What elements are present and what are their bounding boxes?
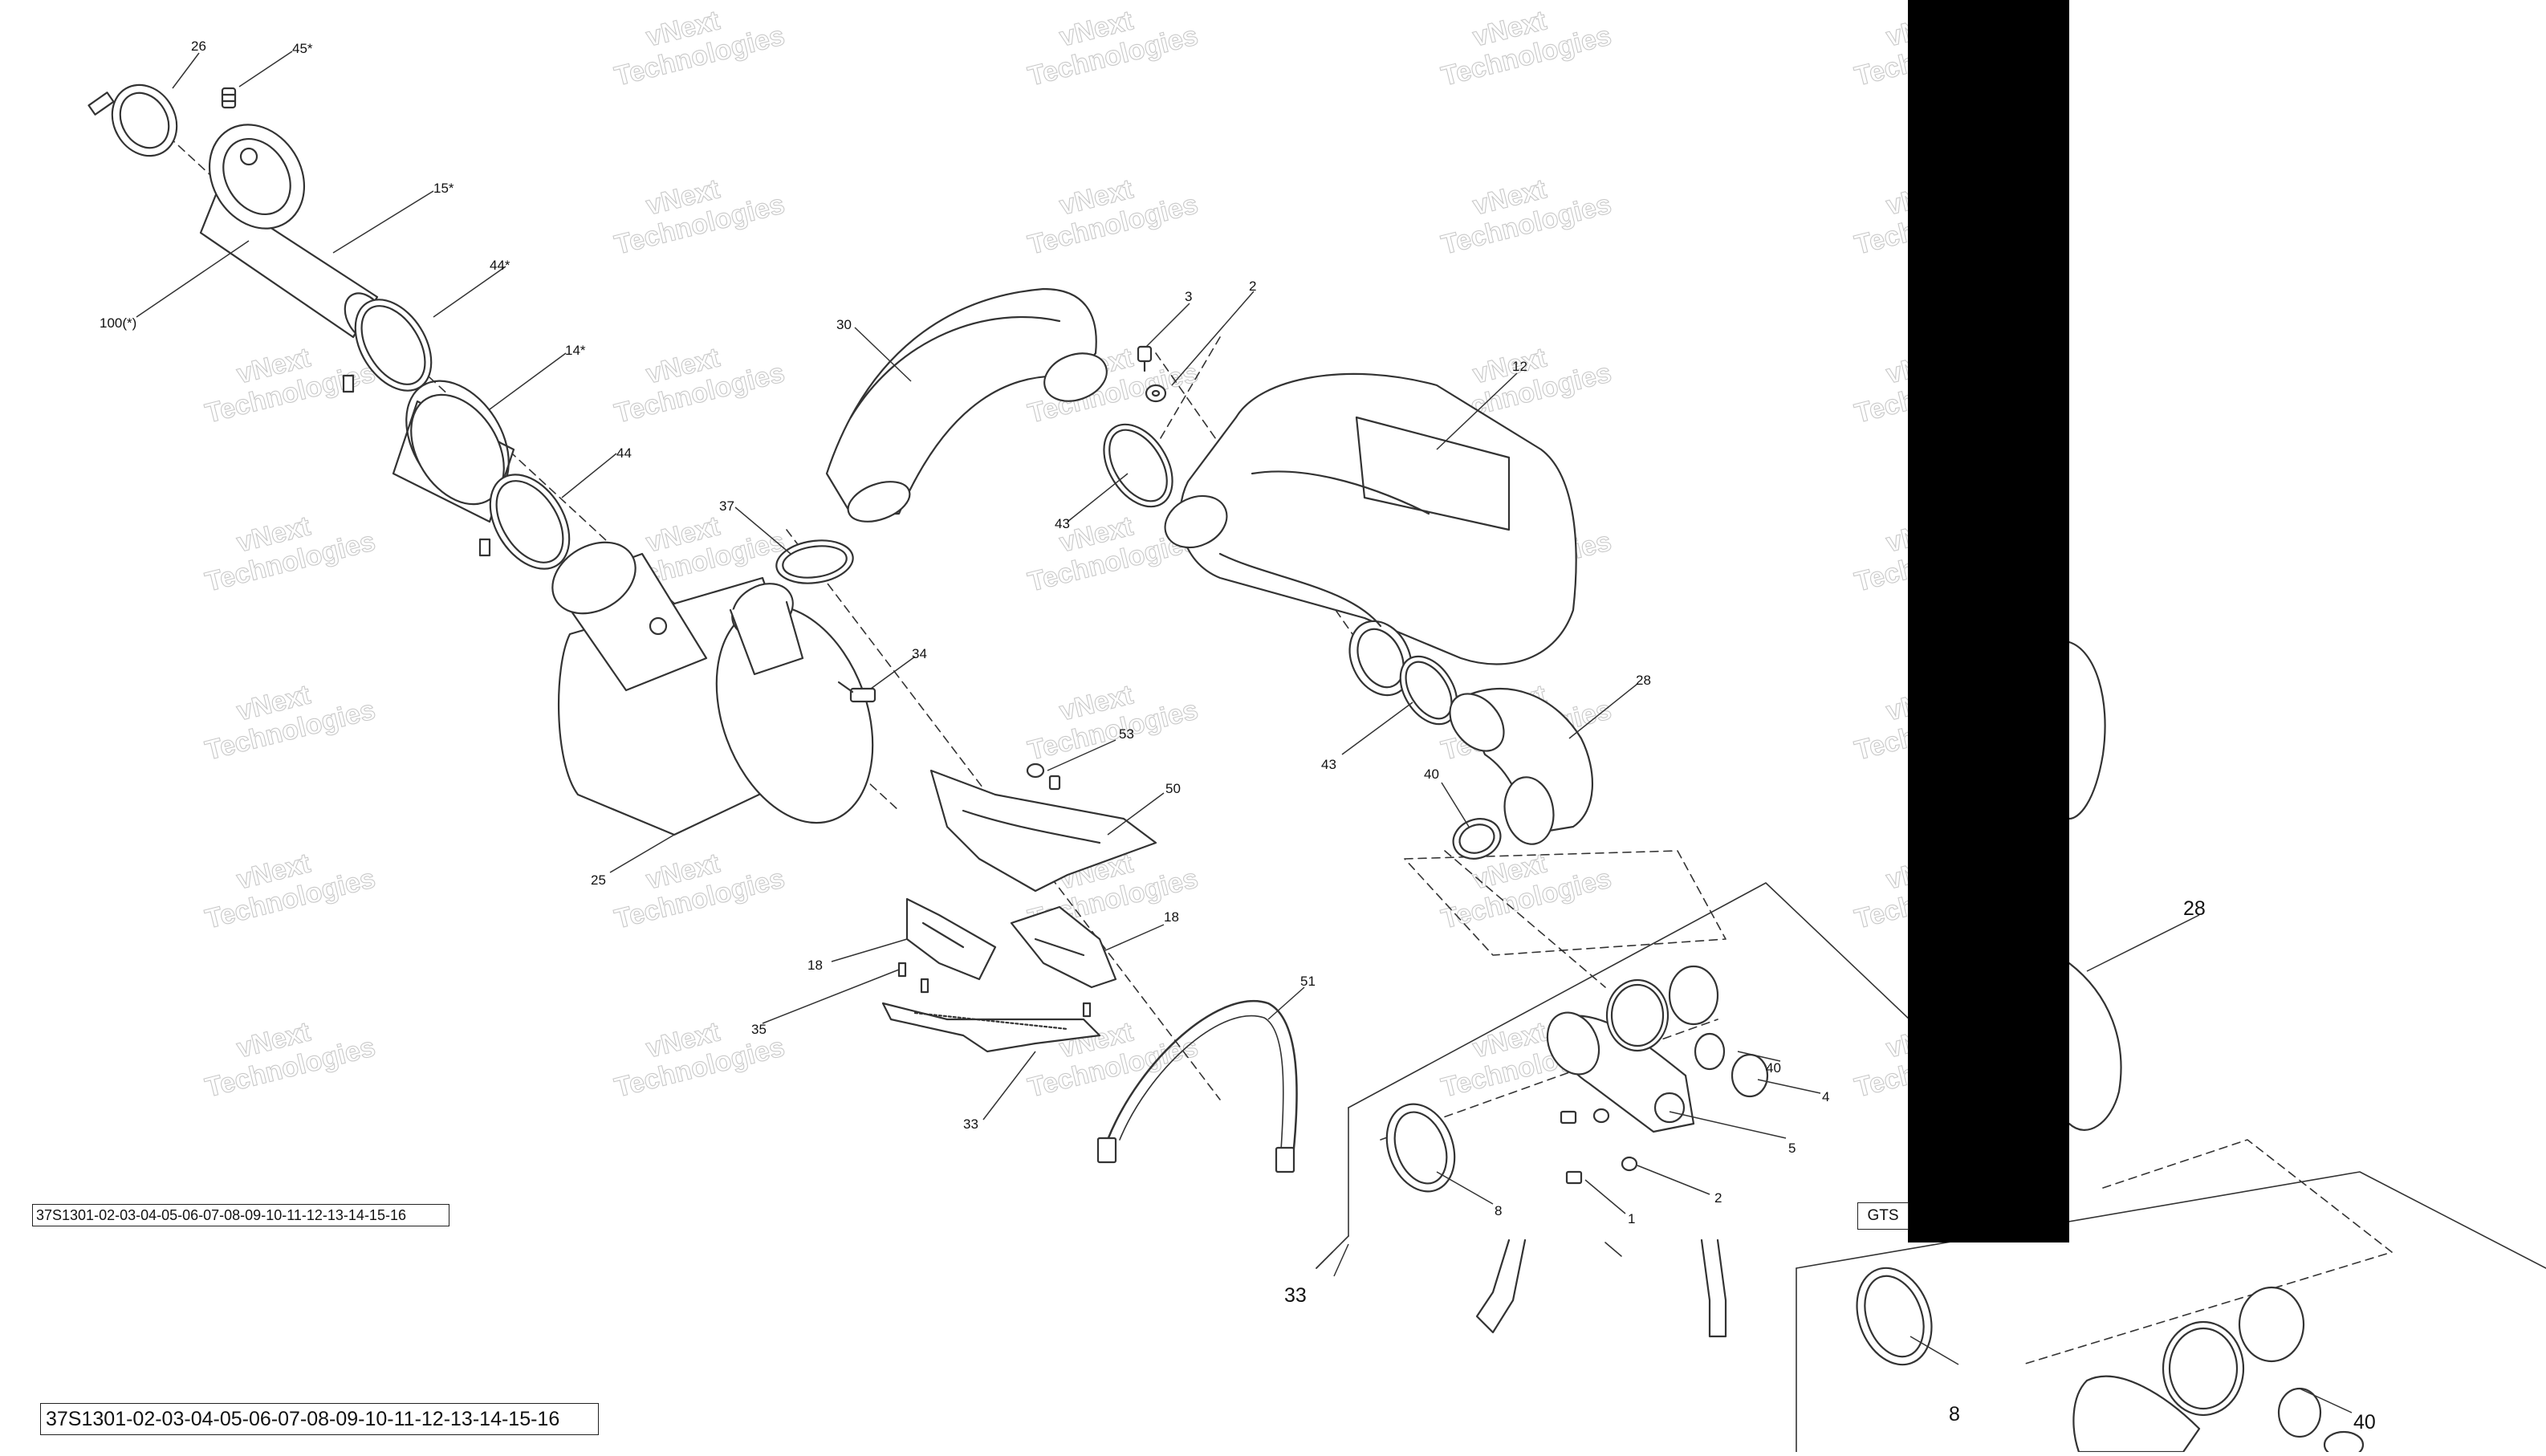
watermark-text: vNextTechnologies: [604, 833, 788, 934]
part-37-clamp: [775, 539, 854, 584]
detail-callout-8-large: 8: [1949, 1403, 1960, 1425]
part-53-fastener: [1026, 763, 1061, 791]
callout-37: 37: [719, 498, 734, 514]
callout-50: 50: [1165, 781, 1181, 796]
watermark-text: vNextTechnologies: [195, 833, 379, 934]
part-34-sensor: [837, 681, 876, 703]
callout-34: 34: [912, 646, 927, 661]
callout-44s: 44*: [490, 258, 510, 273]
callout-100: 100(*): [100, 315, 136, 331]
part-18-bracket-left: [905, 897, 997, 981]
callout-43-upper: 43: [1055, 516, 1070, 531]
part-35-screws: [897, 962, 1092, 1018]
callout-45: 45*: [292, 41, 313, 56]
detail-callout-4: 4: [1822, 1089, 1829, 1104]
callout-44: 44: [616, 445, 632, 461]
watermark-text: vNextTechnologies: [195, 665, 379, 766]
watermark-text: vNextTechnologies: [195, 1002, 379, 1103]
callout-26: 26: [191, 39, 206, 54]
part-30-pipe: [825, 287, 1108, 523]
callout-25: 25: [591, 872, 606, 888]
diagram-code-large: 37S1301-02-03-04-05-06-07-08-09-10-11-12…: [40, 1403, 599, 1435]
callout-2: 2: [1249, 279, 1256, 294]
leader-lines: [136, 51, 2353, 1413]
part-18-bracket-right: [1010, 905, 1117, 989]
callout-14: 14*: [565, 343, 586, 358]
part-43-clamp-lower: [1399, 655, 1458, 726]
watermark-text: vNextTechnologies: [1018, 0, 1202, 92]
callout-18-left: 18: [807, 958, 823, 973]
watermark-text: vNextTechnologies: [1431, 159, 1615, 260]
part-43-clamp-upper: [1103, 423, 1173, 508]
callout-3: 3: [1185, 289, 1192, 304]
watermark-text: vNextTechnologies: [195, 496, 379, 597]
callout-33: 33: [963, 1116, 978, 1132]
callout-12: 12: [1512, 359, 1527, 374]
watermark-layer: vNextTechnologies vNextTechnologies vNextT…: [195, 0, 2027, 1104]
part-45-plug: [221, 87, 237, 109]
watermark-text: vNextTechnologies: [604, 0, 788, 92]
part-12-silencer: [1164, 372, 1577, 697]
watermark-text: vNextTechnologies: [604, 1002, 788, 1103]
part-3-bolt: [1137, 345, 1153, 372]
detail-callout-1: 1: [1628, 1211, 1635, 1226]
watermark-text: vNextTechnologies: [1018, 665, 1202, 766]
callout-15: 15*: [433, 181, 454, 196]
callout-labels-large: 33 28 8 40: [1284, 897, 2376, 1434]
detail-callout-5: 5: [1788, 1141, 1796, 1156]
detail-callout-8: 8: [1495, 1203, 1502, 1218]
watermark-text: vNextTechnologies: [1018, 159, 1202, 260]
part-26-clamp: [87, 83, 178, 157]
part-51-strap: [1096, 1000, 1298, 1173]
gts-label: GTS: [1857, 1202, 1909, 1230]
callout-18-right: 18: [1164, 909, 1179, 925]
detail-callout-33: 33: [1284, 1284, 1307, 1307]
part-28-elbow: [1449, 687, 1593, 845]
black-redaction-bar: [1908, 0, 2069, 1242]
part-14-sleeve: [392, 380, 515, 523]
callout-labels: 26 45* 15* 100(*) 44* 14* 44 30 3 2 12 3…: [100, 39, 1829, 1226]
watermark-text: vNextTechnologies: [1018, 1002, 1202, 1103]
detail-callout-40: 40: [1766, 1060, 1781, 1076]
callout-28: 28: [1636, 673, 1651, 688]
detail-partial-right: [2068, 641, 2122, 1131]
callout-43-lower: 43: [1321, 757, 1336, 772]
detail-callout-40-large: 40: [2353, 1411, 2376, 1434]
callout-30: 30: [836, 317, 852, 332]
detail-callout-2: 2: [1714, 1190, 1722, 1206]
watermark-text: vNextTechnologies: [1431, 0, 1615, 92]
part-33-plate: [881, 1002, 1101, 1053]
callout-40: 40: [1424, 767, 1439, 782]
callout-53: 53: [1119, 726, 1134, 742]
callout-35: 35: [751, 1022, 767, 1037]
part-50-heat-shield: [929, 769, 1157, 893]
watermark-text: vNextTechnologies: [604, 327, 788, 429]
callout-51: 51: [1300, 974, 1316, 989]
part-44s-clamp: [342, 299, 433, 393]
part-2-washer: [1145, 384, 1167, 403]
diagram-code-small: 37S1301-02-03-04-05-06-07-08-09-10-11-12…: [32, 1204, 449, 1226]
watermark-text: vNextTechnologies: [604, 159, 788, 260]
detail-callout-28: 28: [2183, 897, 2206, 920]
detail-inset-2: [1796, 1171, 2546, 1456]
part-40-clamp: [1452, 818, 1502, 860]
detail-inset-1: [1316, 882, 1927, 1338]
part-44-clamp: [478, 474, 571, 570]
part-25-muffler: [551, 541, 874, 836]
